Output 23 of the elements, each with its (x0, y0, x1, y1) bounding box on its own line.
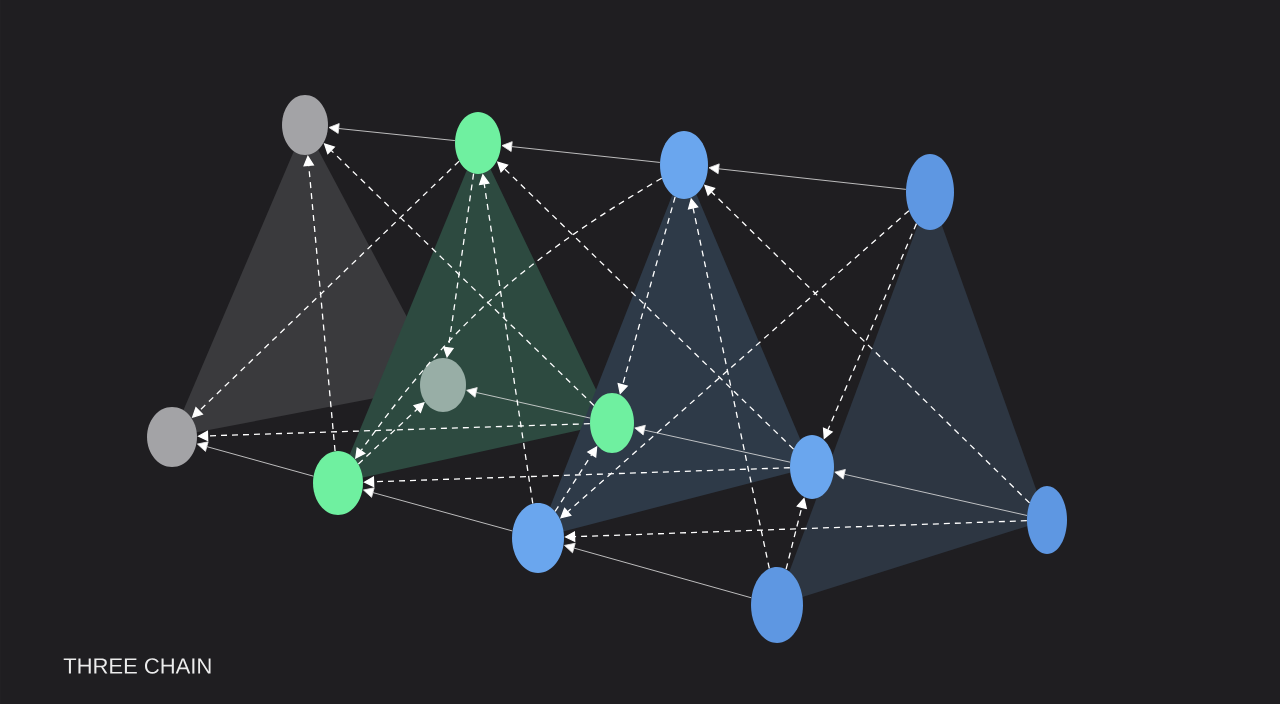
arrow (708, 163, 907, 190)
arrow (501, 141, 661, 163)
node-ellipse (512, 503, 564, 573)
arrow (834, 469, 1028, 516)
node-ellipse (455, 112, 501, 174)
node-ellipse (147, 407, 197, 467)
node-ellipse (282, 95, 328, 155)
arrow (634, 424, 791, 463)
node-ellipse (420, 358, 466, 412)
node-ellipse (313, 451, 363, 515)
arrow (197, 441, 314, 477)
node-ellipse (590, 393, 634, 453)
dashed-arrow (303, 155, 336, 452)
arrow (564, 542, 752, 599)
node-ellipse (1027, 486, 1067, 554)
node-ellipse (790, 435, 834, 499)
node-ellipse (906, 154, 954, 230)
arrow (328, 123, 456, 141)
caption: THREE CHAIN (63, 658, 211, 674)
arrow (466, 387, 591, 419)
arrow (363, 487, 513, 532)
node-ellipse (751, 567, 803, 643)
node-ellipse (660, 131, 708, 199)
